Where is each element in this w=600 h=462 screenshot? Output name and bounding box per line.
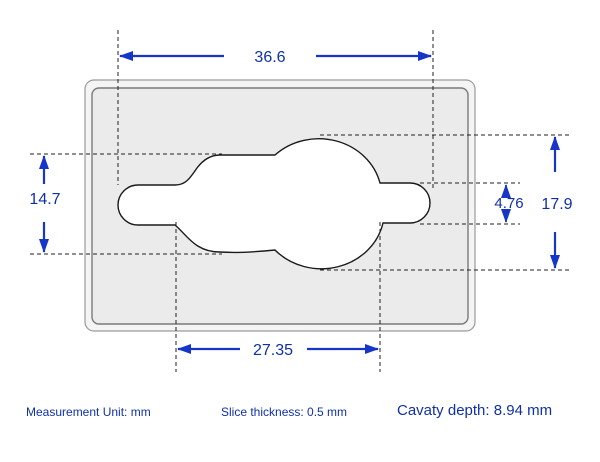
cavity-outline (117, 138, 431, 270)
slice-thickness-note: Slice thickness: 0.5 mm (221, 405, 348, 419)
top-width-label: 36.6 (254, 49, 285, 66)
inner-height-label: 4.76 (494, 195, 523, 212)
bottom-width-label: 27.35 (253, 342, 293, 359)
right-height-label: 17.9 (541, 196, 572, 213)
cavity-depth-note: Cavaty depth: 8.94 mm (397, 402, 553, 419)
left-height-label: 14.7 (29, 191, 60, 208)
dimension-arrows (39, 51, 560, 354)
extension-lines (30, 30, 572, 372)
measurement-unit-note: Measurement Unit: mm (26, 405, 151, 419)
